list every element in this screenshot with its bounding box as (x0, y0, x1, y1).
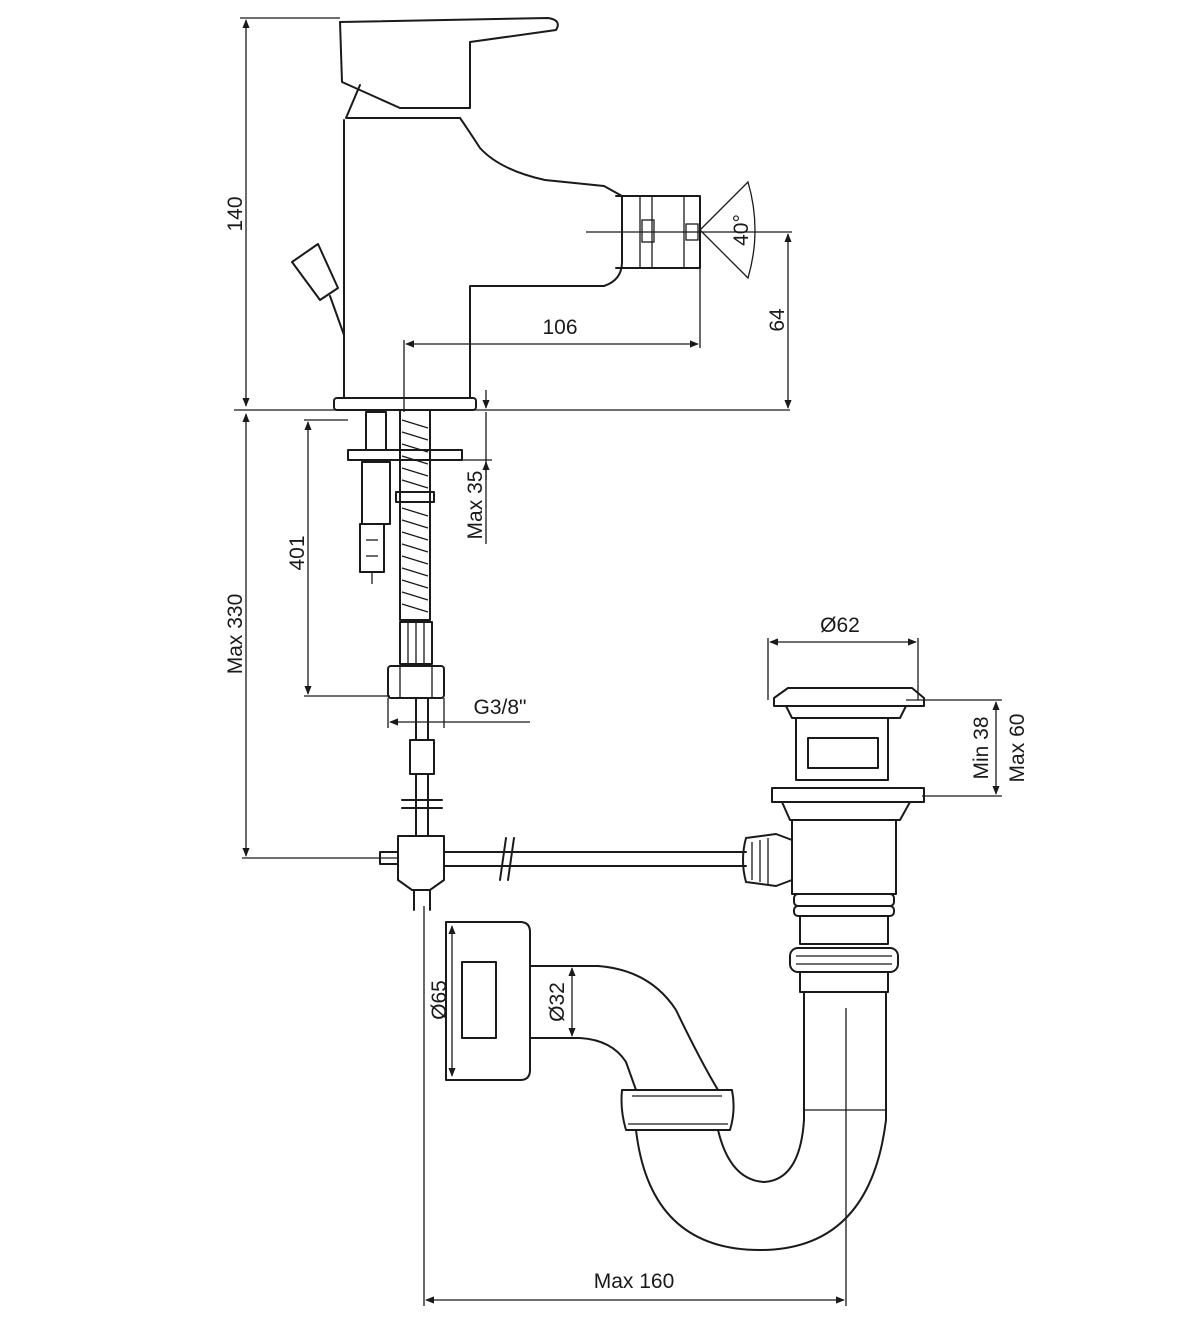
dim-thread-g38: G3/8" (474, 696, 527, 719)
dim-trap-flange: Ø65 (428, 980, 451, 1020)
dim-min-38: Min 38 (970, 716, 993, 779)
dim-max-330: Max 330 (224, 594, 247, 675)
dim-64: 64 (766, 308, 789, 332)
dim-waste-diameter: Ø62 (820, 614, 860, 637)
dim-angle-40: 40° (730, 214, 753, 246)
dim-140: 140 (224, 196, 247, 231)
dim-max-60: Max 60 (1006, 714, 1029, 783)
dim-trap-pipe: Ø32 (546, 982, 569, 1022)
dim-max-160: Max 160 (594, 1270, 675, 1293)
dim-106: 106 (542, 316, 577, 339)
faucet-body (291, 17, 756, 411)
dimension-lines (234, 17, 1002, 1306)
dimension-labels: 140 106 40° 64 Max 35 401 Max 330 G3/8" … (224, 196, 1029, 1293)
dim-max-35: Max 35 (464, 471, 487, 540)
under-mount-hardware (347, 409, 747, 911)
dim-401: 401 (286, 535, 309, 570)
bottle-trap (445, 921, 887, 1251)
pop-up-waste (742, 687, 925, 1121)
